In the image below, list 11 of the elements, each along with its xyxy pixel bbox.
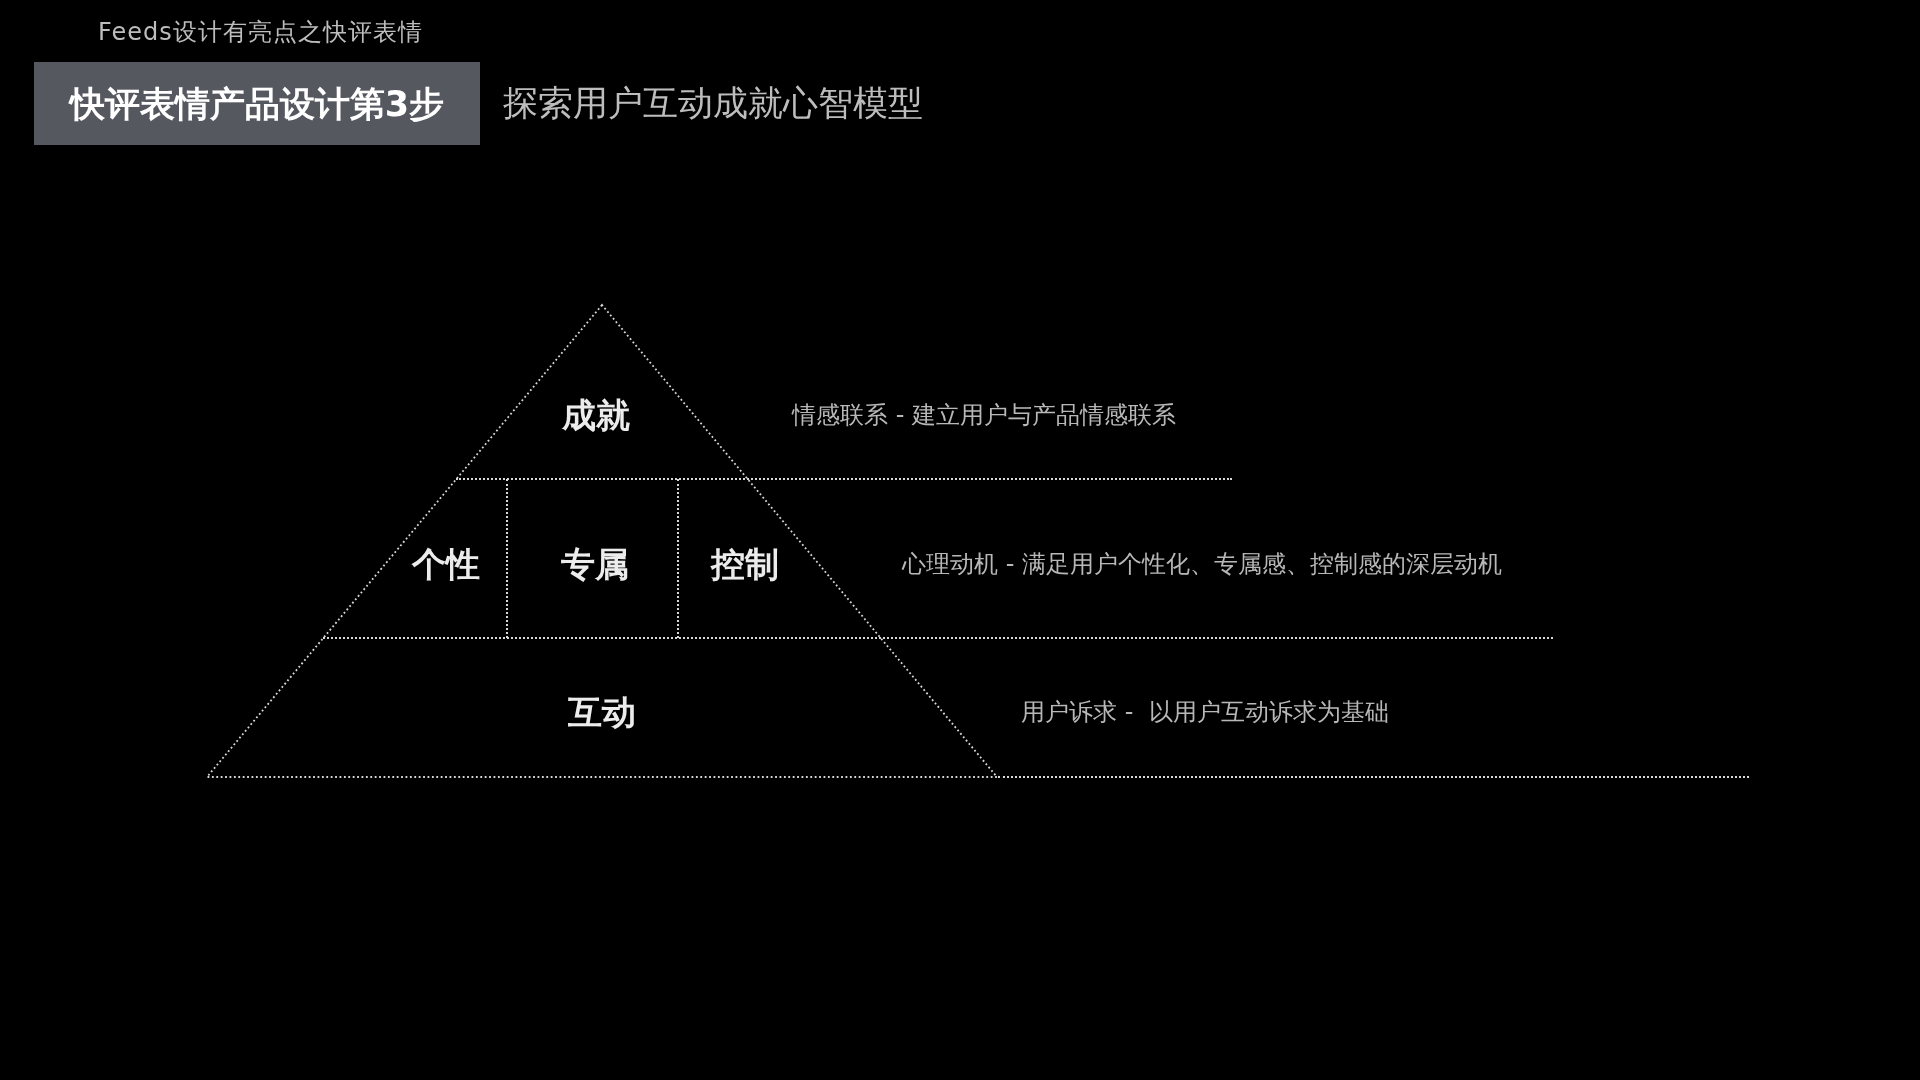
level-label: 专属: [561, 543, 629, 585]
level-description: 情感联系 - 建立用户与产品情感联系: [792, 400, 1176, 430]
level-label: 成就: [562, 394, 630, 436]
level-label: 个性: [412, 543, 480, 585]
slide-title: 探索用户互动成就心智模型: [503, 82, 923, 124]
level-description: 心理动机 - 满足用户个性化、专属感、控制感的深层动机: [902, 549, 1502, 579]
level-label: 互动: [568, 691, 636, 733]
step-banner: 快评表情产品设计第3步: [34, 62, 480, 145]
level-description: 用户诉求 - 以用户互动诉求为基础: [1021, 697, 1389, 727]
section-heading: Feeds设计有亮点之快评表情: [98, 17, 423, 47]
level-label: 控制: [711, 543, 779, 585]
